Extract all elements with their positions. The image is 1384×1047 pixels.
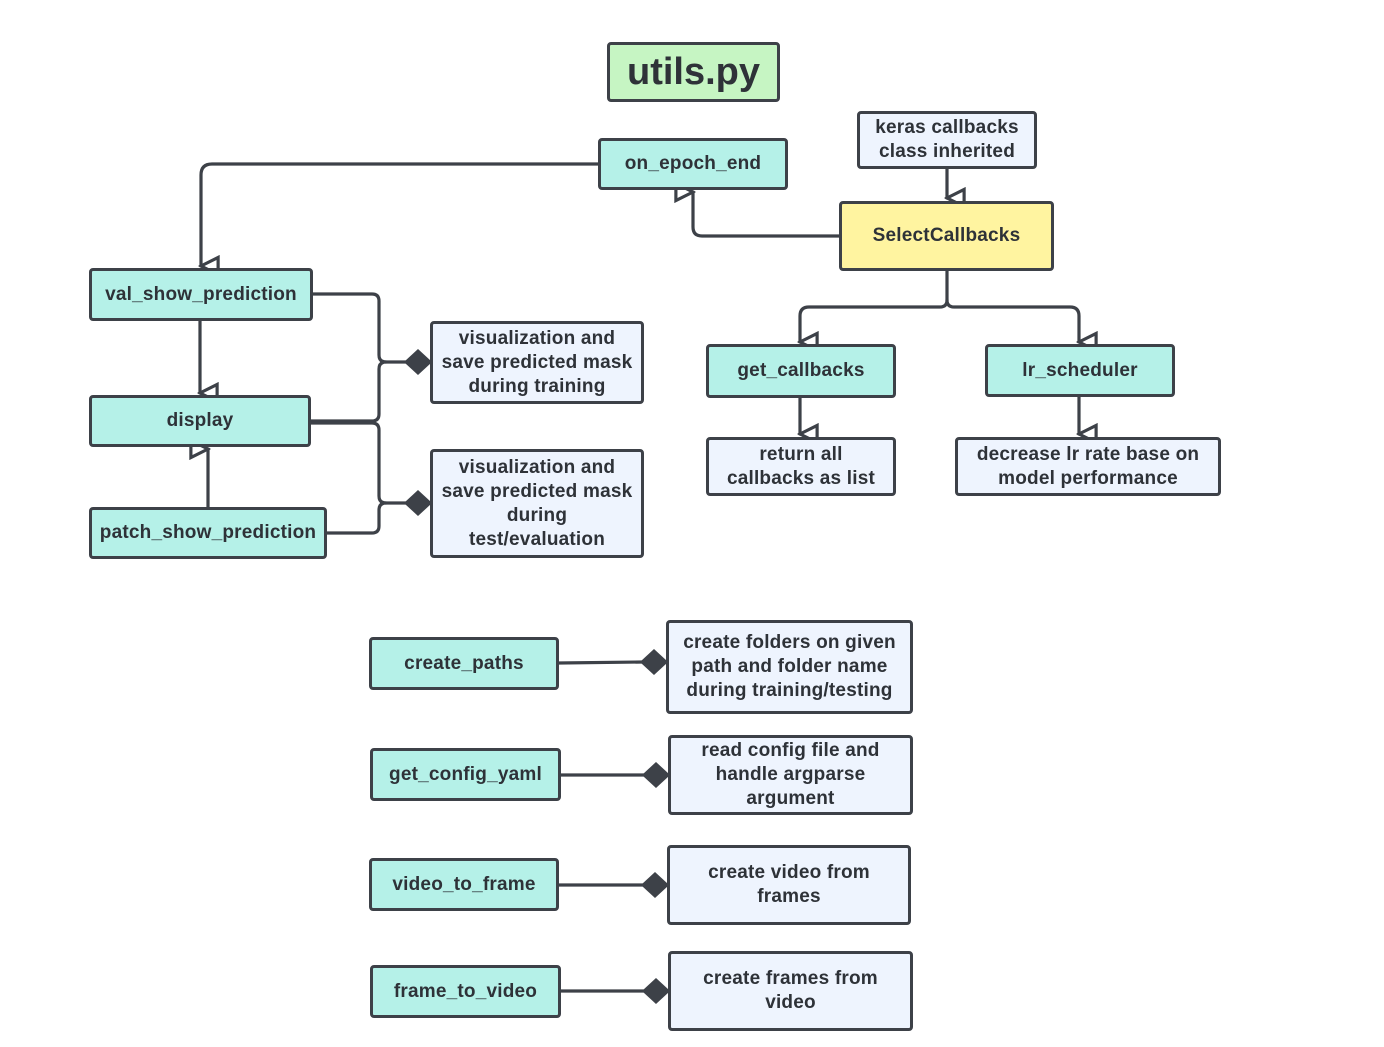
diamond-icon: [403, 489, 433, 517]
diamond-icon: [640, 871, 670, 899]
node-display[interactable]: display: [89, 395, 311, 447]
node-decrease-lr-note[interactable]: decrease lr rate base on model performan…: [955, 437, 1221, 496]
edge-select-callbacks-to-on-epoch-end: [693, 192, 842, 238]
node-label: visualization and save predicted mask du…: [441, 327, 633, 397]
node-label: create video from frames: [708, 862, 870, 907]
node-label: lr_scheduler: [1022, 359, 1138, 381]
node-get-config-yaml-desc[interactable]: read config file and handle argparse arg…: [668, 735, 913, 815]
node-label: create folders on given path and folder …: [683, 632, 896, 701]
node-frame-to-video-desc[interactable]: create frames from video: [668, 951, 913, 1031]
node-label: create frames from video: [703, 968, 878, 1013]
node-lr-scheduler[interactable]: lr_scheduler: [985, 344, 1175, 397]
edge-create-paths-to-desc: [557, 660, 645, 665]
node-label: on_epoch_end: [624, 153, 762, 174]
node-select-callbacks[interactable]: SelectCallbacks: [839, 201, 1054, 271]
node-label: read config file and handle argparse arg…: [701, 740, 880, 809]
node-label: get_callbacks: [737, 360, 865, 381]
edge-on-epoch-end-to-val-show-prediction: [201, 162, 601, 266]
node-return-callbacks-note[interactable]: return all callbacks as list: [706, 437, 896, 496]
node-label: frame_to_video: [393, 980, 538, 1002]
diamond-icon: [403, 348, 433, 376]
node-label: display: [166, 410, 234, 431]
node-on-epoch-end[interactable]: on_epoch_end: [598, 138, 788, 190]
node-label: create_paths: [404, 652, 524, 674]
node-keras-callbacks[interactable]: keras callbacks class inherited: [857, 111, 1037, 169]
edge-val-show-prediction-to-training-note: [310, 292, 409, 364]
page-title: utils.py: [607, 42, 780, 102]
edge-display-to-training-note: [308, 360, 388, 423]
node-get-callbacks[interactable]: get_callbacks: [706, 344, 896, 398]
node-label: val_show_prediction: [105, 283, 297, 305]
page-title-text: utils.py: [626, 51, 761, 93]
node-label: patch_show_prediction: [99, 522, 317, 543]
diamond-icon: [641, 761, 671, 789]
edge-select-callbacks-to-lr-scheduler: [945, 298, 1079, 342]
node-frame-to-video[interactable]: frame_to_video: [370, 965, 561, 1018]
edge-display-to-test-note: [308, 421, 409, 505]
node-patch-show-prediction[interactable]: patch_show_prediction: [89, 507, 327, 559]
edge-patch-show-prediction-to-test-note: [324, 501, 388, 535]
node-video-to-frame-desc[interactable]: create video from frames: [667, 845, 911, 925]
diamond-icon: [639, 648, 669, 676]
node-video-to-frame[interactable]: video_to_frame: [369, 858, 559, 911]
node-create-paths-desc[interactable]: create folders on given path and folder …: [666, 620, 913, 714]
node-label: video_to_frame: [392, 873, 536, 895]
edge-select-callbacks-to-get-callbacks: [800, 268, 949, 342]
node-get-config-yaml[interactable]: get_config_yaml: [370, 748, 561, 801]
node-label: return all callbacks as list: [726, 443, 876, 489]
node-label: visualization and save predicted mask du…: [441, 456, 633, 550]
node-label: SelectCallbacks: [872, 225, 1021, 246]
diamond-icon: [641, 977, 671, 1005]
node-viz-training-note[interactable]: visualization and save predicted mask du…: [430, 321, 644, 404]
node-label: decrease lr rate base on model performan…: [976, 443, 1200, 489]
node-val-show-prediction[interactable]: val_show_prediction: [89, 268, 313, 321]
node-label: get_config_yaml: [389, 763, 542, 785]
node-viz-test-note[interactable]: visualization and save predicted mask du…: [430, 449, 644, 558]
node-label: keras callbacks class inherited: [875, 117, 1019, 162]
node-create-paths[interactable]: create_paths: [369, 637, 559, 690]
